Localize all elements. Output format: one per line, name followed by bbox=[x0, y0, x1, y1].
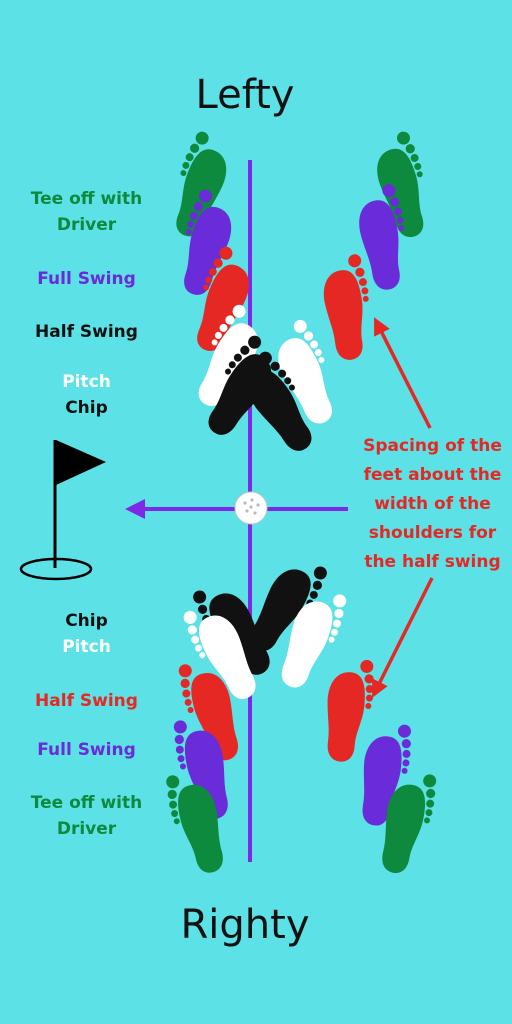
label-lefty-driver-line2: Driver bbox=[56, 215, 117, 235]
label-righty-half-swing: Half Swing bbox=[35, 691, 138, 711]
label-lefty-driver: Tee off with Driver bbox=[14, 186, 159, 238]
title-righty: Righty bbox=[180, 902, 310, 948]
spacing-note: Spacing of the feet about the width of t… bbox=[350, 432, 512, 577]
label-righty-driver-line2: Driver bbox=[56, 819, 117, 839]
spacing-note-line1: Spacing of the bbox=[363, 436, 502, 456]
label-lefty-driver-line1: Tee off with bbox=[30, 189, 143, 209]
label-righty-driver: Tee off with Driver bbox=[14, 790, 159, 842]
arrow-to-bottom-half-swing bbox=[372, 577, 434, 698]
spacing-note-line5: the half swing bbox=[364, 552, 501, 572]
footprint-lefty-half-right bbox=[320, 253, 376, 362]
flag-icon bbox=[19, 440, 106, 581]
spacing-note-line4: shoulders for bbox=[368, 523, 497, 543]
arrow-to-top-half-swing bbox=[374, 317, 432, 429]
spacing-note-line2: feet about the bbox=[363, 465, 502, 485]
label-righty-driver-line1: Tee off with bbox=[30, 793, 143, 813]
label-lefty-pitch: Pitch bbox=[62, 372, 111, 392]
golf-ball-icon bbox=[234, 491, 268, 525]
label-righty-full-swing: Full Swing bbox=[37, 740, 136, 760]
label-righty-chip: Chip bbox=[65, 611, 108, 631]
title-lefty: Lefty bbox=[195, 72, 295, 118]
label-lefty-chip: Chip bbox=[65, 398, 108, 418]
spacing-note-line3: width of the bbox=[374, 494, 491, 514]
label-lefty-half-swing: Half Swing bbox=[35, 322, 138, 342]
label-lefty-full-swing: Full Swing bbox=[37, 269, 136, 289]
label-righty-pitch: Pitch bbox=[62, 637, 111, 657]
